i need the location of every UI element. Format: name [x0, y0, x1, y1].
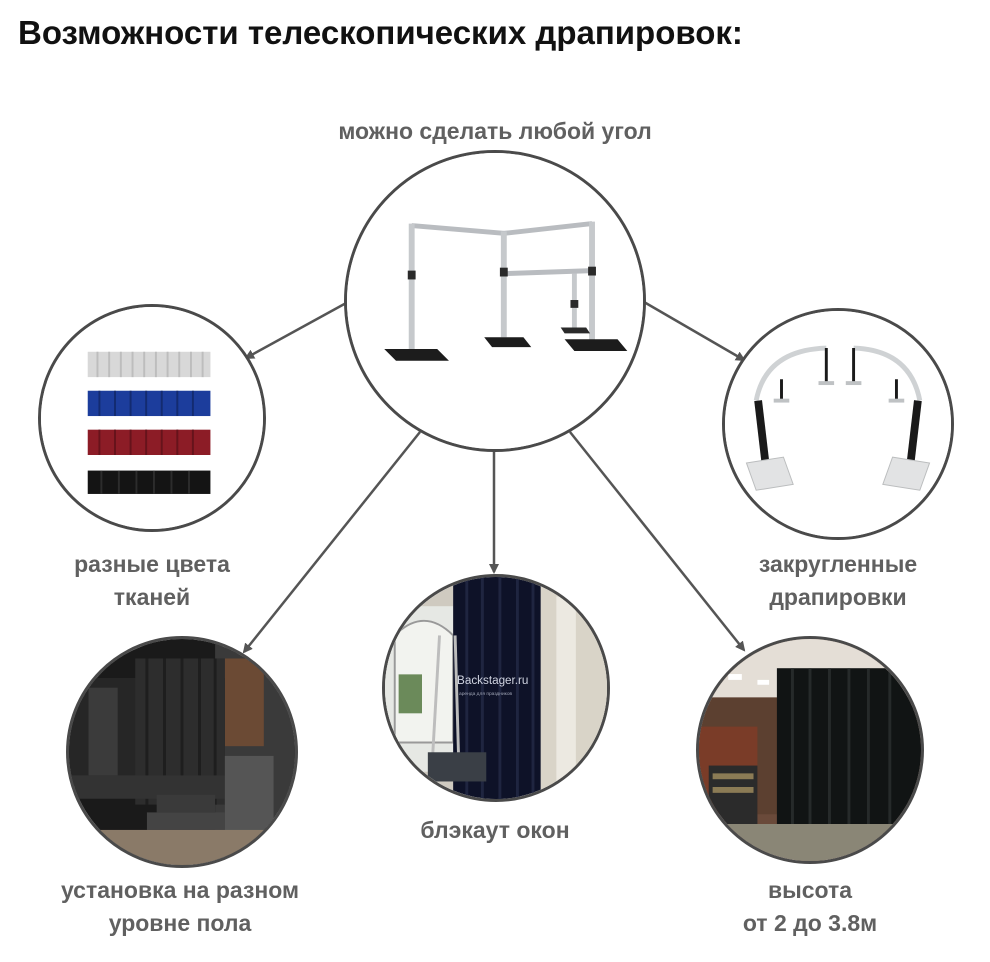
circle-any-angle [344, 150, 646, 452]
curtain-swatches [41, 307, 263, 529]
watermark-brand: Backstager.ru [457, 674, 528, 687]
label-blackout-windows: блэкаут окон [420, 817, 570, 843]
curtain-blue-swatch [87, 390, 211, 417]
circle-blackout-windows: Backstager.ru аренда для праздников [382, 574, 610, 802]
curtain-black-swatch [87, 470, 211, 494]
stage-photo [69, 639, 295, 865]
watermark-tagline: аренда для праздников [459, 692, 513, 697]
hall-photo [699, 639, 921, 861]
blackout-photo: Backstager.ru аренда для праздников [385, 577, 607, 799]
label-floor-levels: установка на разном уровне пола [60, 877, 300, 936]
circle-floor-levels [66, 636, 298, 868]
frame-illustration [347, 153, 643, 449]
circle-rounded-drapes [722, 308, 954, 540]
label-rounded-drapes: закругленные драпировки [758, 551, 918, 610]
page-title: Возможности телескопических драпировок: [18, 14, 743, 51]
label-any-angle: можно сделать любой угол [338, 118, 652, 144]
circle-fabric-colors [38, 304, 266, 532]
rounded-frame-illustration [725, 311, 951, 537]
circle-height [696, 636, 924, 864]
arrow-to-rounded [643, 300, 746, 362]
label-height: высота от 2 до 3.8м [742, 877, 878, 936]
curtain-white-swatch [87, 351, 211, 378]
label-fabric-colors: разные цвета тканей [74, 551, 230, 610]
arrow-to-colors [244, 300, 349, 360]
curtain-red-swatch [87, 429, 211, 455]
arrow-to-floor-levels [242, 431, 421, 654]
arrow-to-height [569, 431, 746, 652]
